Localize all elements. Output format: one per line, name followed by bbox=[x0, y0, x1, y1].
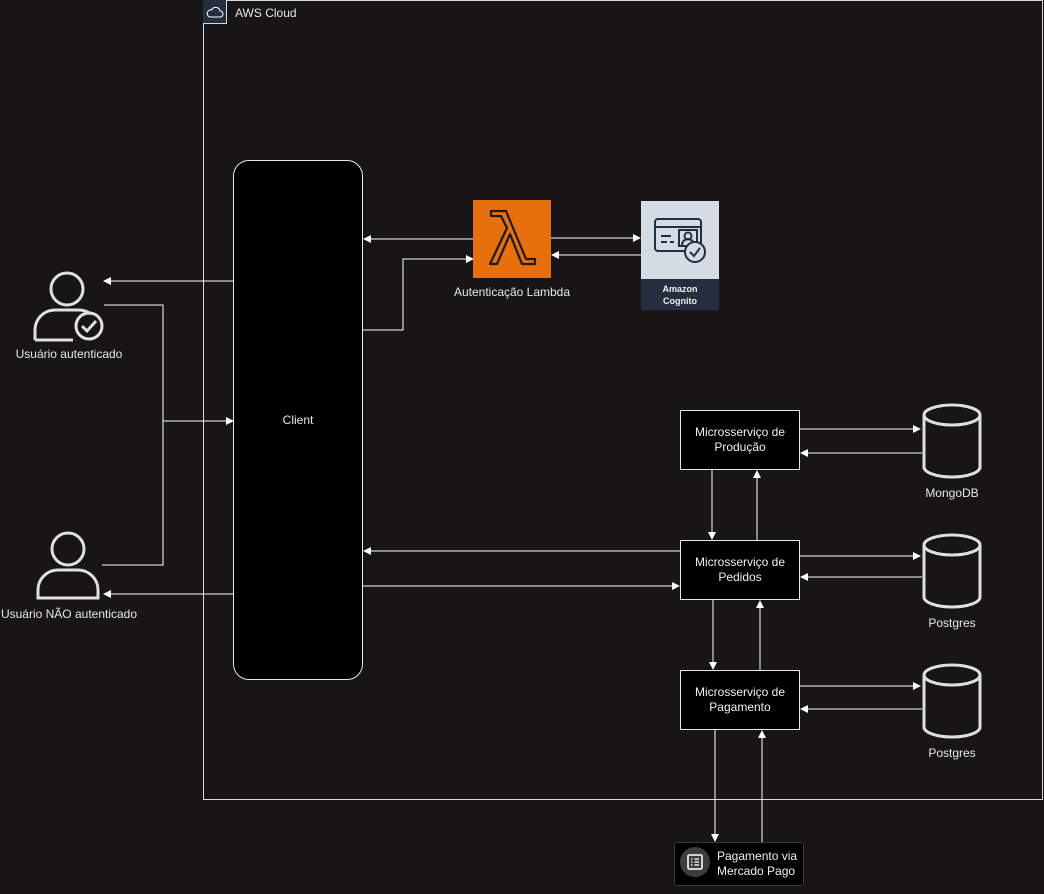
aws-cloud-title: AWS Cloud bbox=[235, 6, 297, 20]
pagamento-line2: Pagamento bbox=[709, 700, 771, 714]
postgres-pedidos-database-icon bbox=[921, 533, 983, 614]
cognito-label-line1: Amazon bbox=[662, 284, 698, 294]
microservice-pedidos: Microsserviço de Pedidos bbox=[680, 540, 800, 600]
pagamento-line1: Microsserviço de bbox=[694, 685, 786, 699]
authenticated-user-icon bbox=[33, 270, 105, 347]
microservice-producao: Microsserviço de Produção bbox=[680, 410, 800, 470]
mercado-pago-box: Pagamento via Mercado Pago bbox=[674, 842, 804, 886]
mercado-pago-line2: Mercado Pago bbox=[717, 864, 796, 878]
producao-line2: Produção bbox=[714, 440, 766, 454]
lambda-icon bbox=[473, 200, 551, 278]
postgres-pedidos-label: Postgres bbox=[928, 616, 976, 630]
aws-cloud-group bbox=[203, 0, 1043, 800]
list-icon bbox=[679, 846, 711, 883]
postgres-pagamento-label: Postgres bbox=[928, 746, 976, 760]
amazon-cognito: Amazon Cognito bbox=[641, 201, 719, 310]
postgres-pagamento-database-icon bbox=[921, 663, 983, 744]
cognito-icon bbox=[641, 201, 719, 279]
microservice-pagamento: Microsserviço de Pagamento bbox=[680, 670, 800, 730]
client-label: Client bbox=[282, 413, 314, 427]
authenticated-user-label: Usuário autenticado bbox=[15, 347, 123, 361]
lambda-label: Autenticação Lambda bbox=[453, 285, 571, 299]
pedidos-line1: Microsserviço de bbox=[694, 555, 786, 569]
arrow-client-to-lambda bbox=[363, 255, 474, 331]
mongodb-label: MongoDB bbox=[925, 486, 979, 500]
unauthenticated-user-label: Usuário NÃO autenticado bbox=[0, 607, 138, 621]
producao-line1: Microsserviço de bbox=[694, 425, 786, 439]
pedidos-line2: Pedidos bbox=[718, 570, 762, 584]
mercado-pago-line1: Pagamento via bbox=[717, 849, 798, 863]
cloud-icon bbox=[203, 0, 227, 24]
arrow-auth-user-to-client bbox=[104, 304, 234, 425]
arrow-unauth-user-to-client bbox=[102, 421, 164, 566]
client-box: Client bbox=[233, 160, 363, 680]
mongodb-database-icon bbox=[921, 403, 983, 484]
unauthenticated-user-icon bbox=[36, 530, 102, 605]
cognito-label-line2: Cognito bbox=[663, 296, 697, 306]
